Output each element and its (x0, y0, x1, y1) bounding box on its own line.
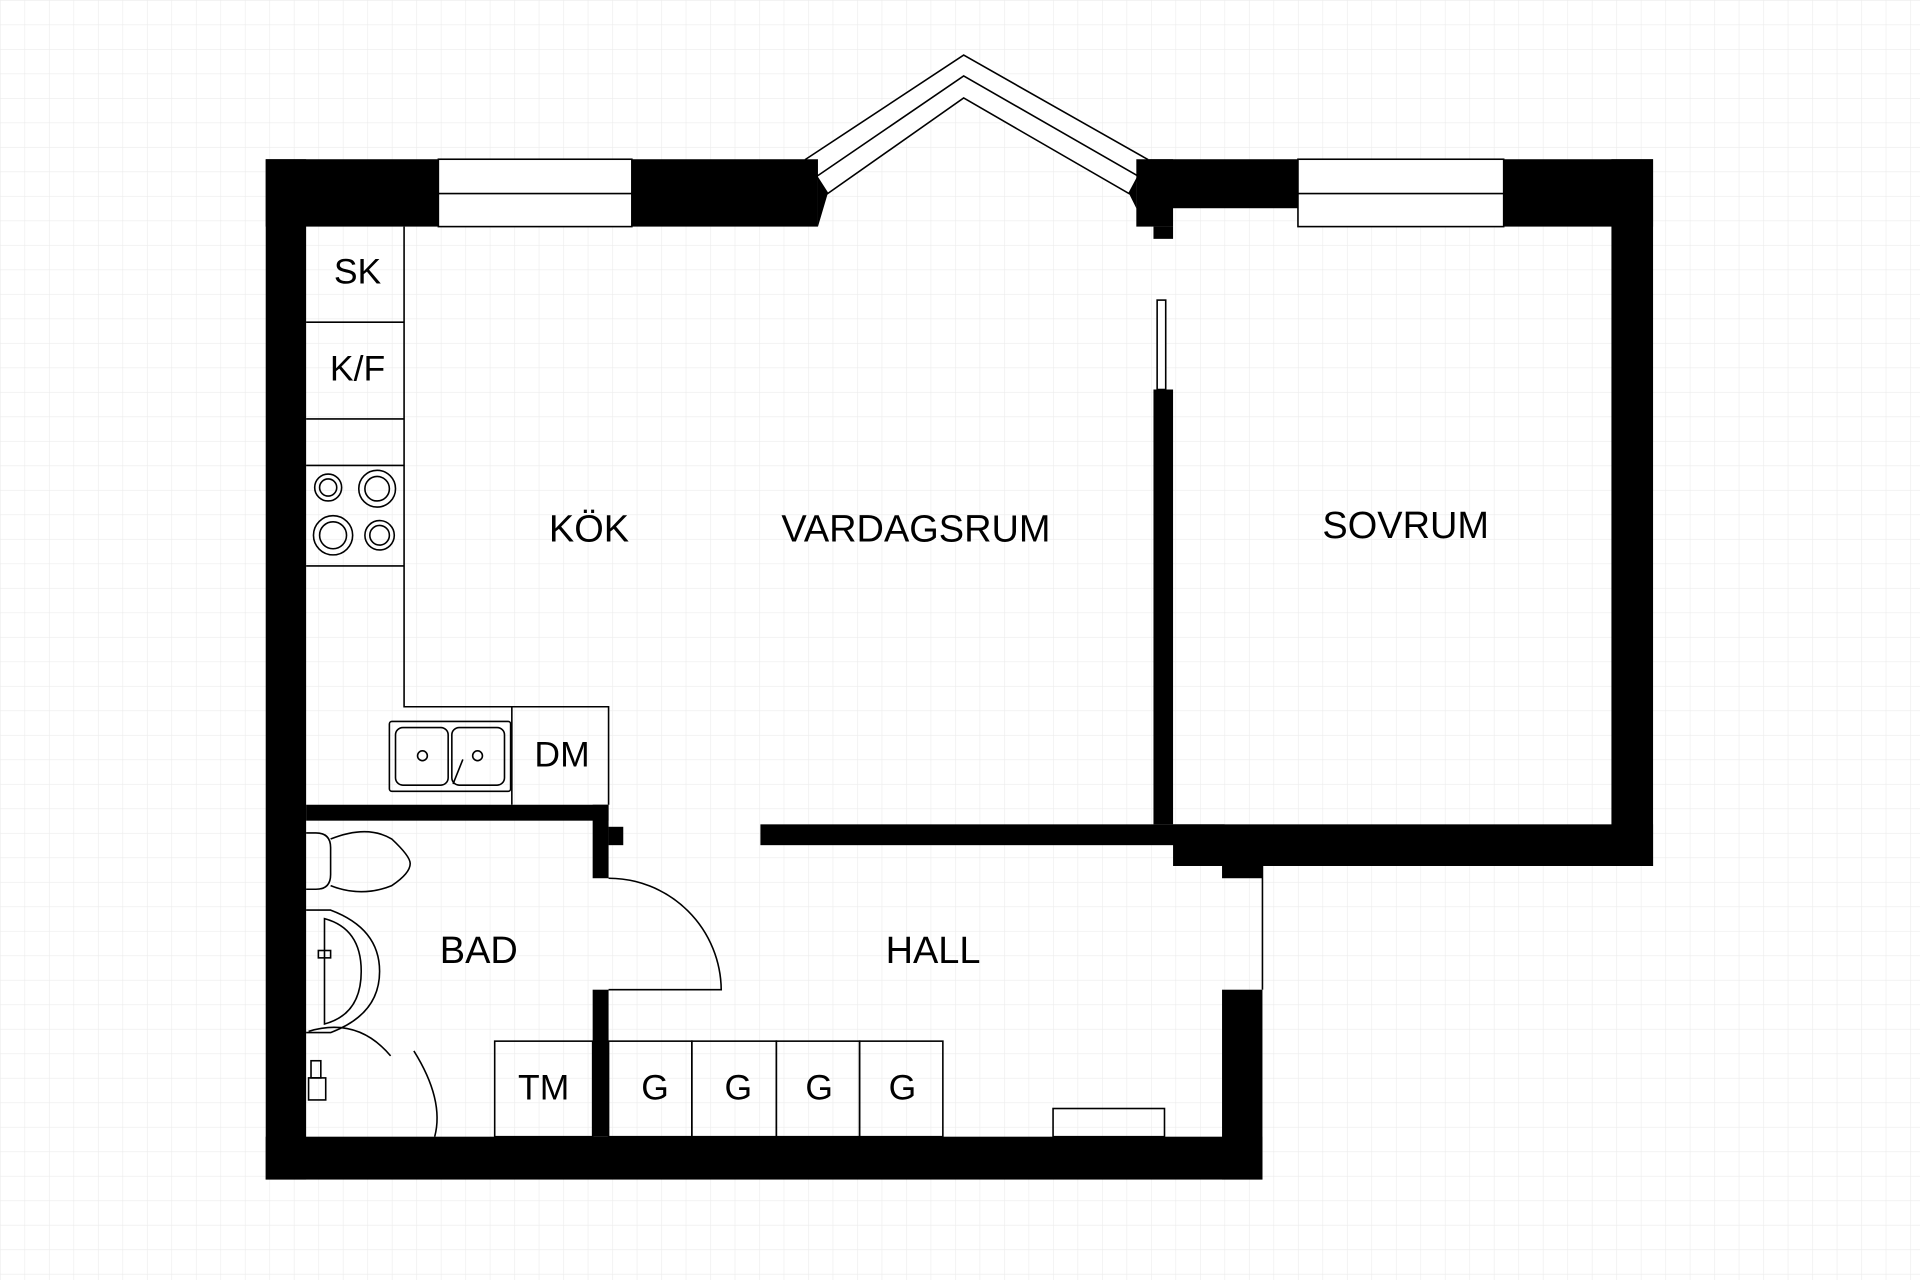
shower-icon (307, 1026, 438, 1137)
room-label-kitchen: KÖK (549, 509, 629, 551)
room-label-hall: HALL (886, 930, 981, 972)
label-washing-machine: TM (518, 1068, 569, 1108)
kitchen-counter (306, 226, 610, 805)
room-label-bathroom: BAD (440, 930, 518, 972)
sink-icon (388, 720, 512, 793)
bay-window (804, 54, 1149, 227)
room-label-bedroom: SOVRUM (1322, 505, 1489, 547)
window-kitchen (437, 158, 633, 228)
label-wardrobe: G (889, 1068, 917, 1108)
label-wardrobe: G (725, 1068, 753, 1108)
label-fridge-freezer: K/F (330, 349, 385, 389)
label-dishwasher: DM (534, 734, 589, 774)
washbasin-icon (306, 909, 381, 1034)
radiator (1052, 1107, 1166, 1138)
walls (265, 159, 1654, 1180)
label-wardrobe: G (641, 1068, 669, 1108)
wardrobes (493, 1040, 944, 1138)
label-pantry: SK (334, 252, 382, 292)
toilet-icon (306, 830, 412, 893)
room-label-living-room: VARDAGSRUM (781, 509, 1050, 551)
window-bedroom (1297, 158, 1505, 228)
stove-icon (312, 469, 397, 556)
bathroom-door[interactable] (608, 877, 723, 991)
label-wardrobe: G (805, 1068, 833, 1108)
